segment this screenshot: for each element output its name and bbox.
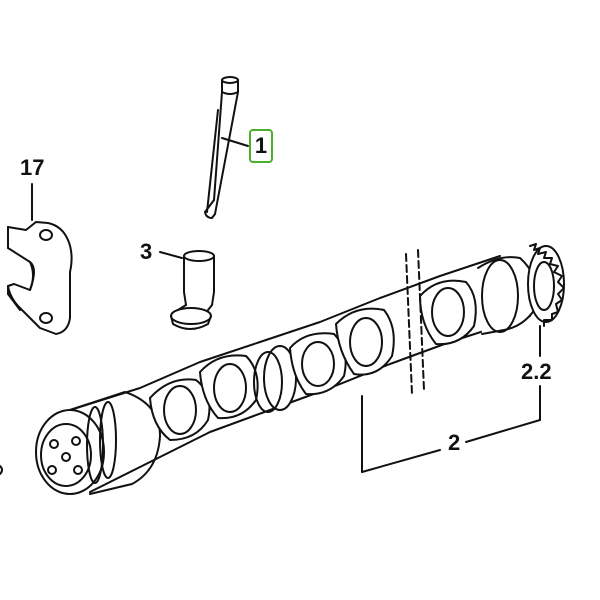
edge-fragment bbox=[0, 465, 3, 475]
dimension-lines bbox=[361, 325, 541, 473]
callout-1: 1 bbox=[249, 129, 273, 163]
callout-3: 3 bbox=[140, 239, 153, 264]
callout-2: 2 bbox=[448, 430, 461, 455]
callout-17: 17 bbox=[20, 155, 45, 180]
pushrod-leader bbox=[221, 137, 249, 147]
callout-2-2: 2.2 bbox=[521, 359, 552, 384]
tappet-leader bbox=[159, 251, 183, 259]
pushrod bbox=[204, 76, 239, 219]
tappet bbox=[170, 250, 215, 330]
bracket bbox=[7, 221, 73, 335]
camshaft bbox=[35, 243, 565, 495]
